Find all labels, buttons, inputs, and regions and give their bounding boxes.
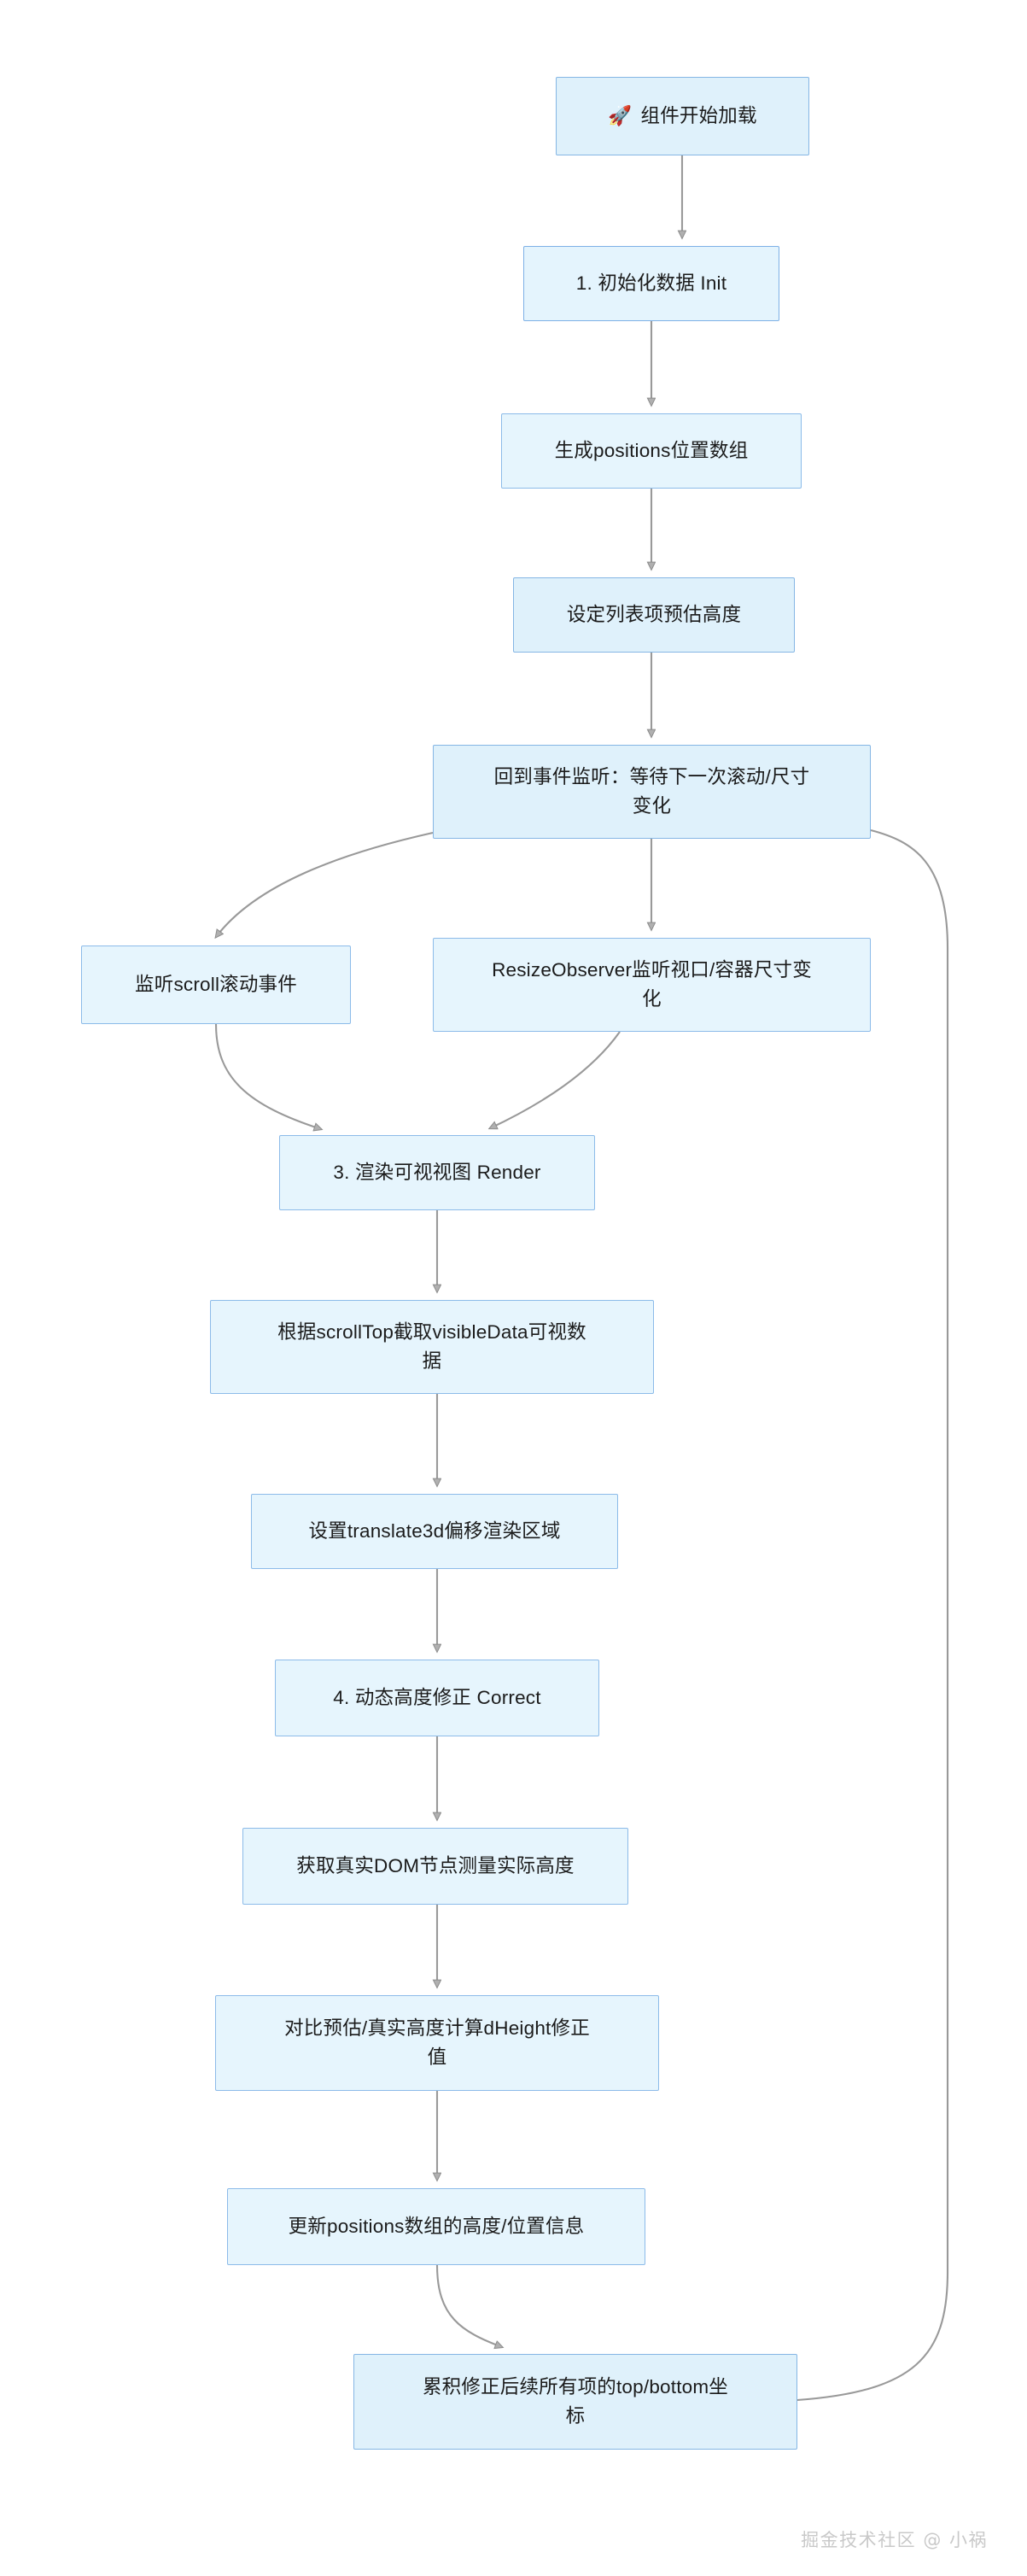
node-label: 根据scrollTop截取visibleData可视数 据	[277, 1321, 586, 1372]
node-label: 组件开始加载	[608, 102, 757, 131]
watermark: 掘金技术社区 @ 小祸	[801, 2530, 988, 2550]
node-label: 4. 动态高度修正 Correct	[333, 1687, 541, 1709]
node-component-mount[interactable]: 组件开始加载	[556, 77, 809, 155]
node-set-estimated-height[interactable]: 设定列表项预估高度	[513, 577, 795, 653]
node-dynamic-height-correct[interactable]: 4. 动态高度修正 Correct	[275, 1660, 599, 1736]
node-back-to-event-listening[interactable]: 回到事件监听：等待下一次滚动/尺寸 变化	[433, 745, 871, 839]
node-label: 监听scroll滚动事件	[135, 974, 297, 996]
node-label: 设定列表项预估高度	[566, 604, 742, 626]
node-label: 累积修正后续所有项的top/bottom坐 标	[422, 2376, 728, 2427]
node-label: 对比预估/真实高度计算dHeight修正 值	[284, 2017, 590, 2068]
node-init-data[interactable]: 1. 初始化数据 Init	[523, 246, 779, 321]
node-listen-scroll-event[interactable]: 监听scroll滚动事件	[81, 946, 351, 1024]
node-label: ResizeObserver监听视口/容器尺寸变 化	[492, 959, 812, 1010]
edge-n6-n8	[214, 1023, 321, 1129]
node-label: 获取真实DOM节点测量实际高度	[296, 1855, 575, 1877]
node-label: 更新positions数组的高度/位置信息	[288, 2216, 585, 2238]
node-translate3d-offset[interactable]: 设置translate3d偏移渲染区域	[251, 1494, 618, 1569]
node-label: 1. 初始化数据 Init	[575, 272, 727, 295]
node-render-viewport[interactable]: 3. 渲染可视视图 Render	[279, 1135, 595, 1210]
node-label: 生成positions位置数组	[554, 440, 749, 462]
node-compute-dheight[interactable]: 对比预估/真实高度计算dHeight修正 值	[215, 1995, 659, 2091]
node-accumulate-top-bottom[interactable]: 累积修正后续所有项的top/bottom坐 标	[353, 2354, 797, 2450]
node-label: 设置translate3d偏移渲染区域	[308, 1520, 561, 1543]
edge-n7-n8	[490, 1031, 621, 1128]
node-resize-observer[interactable]: ResizeObserver监听视口/容器尺寸变 化	[433, 938, 871, 1032]
node-update-positions[interactable]: 更新positions数组的高度/位置信息	[227, 2188, 645, 2265]
node-label: 3. 渲染可视视图 Render	[333, 1162, 541, 1184]
node-generate-positions[interactable]: 生成positions位置数组	[501, 413, 802, 489]
node-slice-visible-data[interactable]: 根据scrollTop截取visibleData可视数 据	[210, 1300, 654, 1394]
node-label: 回到事件监听：等待下一次滚动/尺寸 变化	[493, 766, 810, 817]
edge-n15-n5-loopback	[797, 828, 949, 2402]
edge-n14-n15	[435, 2264, 502, 2347]
node-measure-real-dom-height[interactable]: 获取真实DOM节点测量实际高度	[242, 1828, 628, 1905]
edge-n5-n6	[216, 831, 434, 937]
